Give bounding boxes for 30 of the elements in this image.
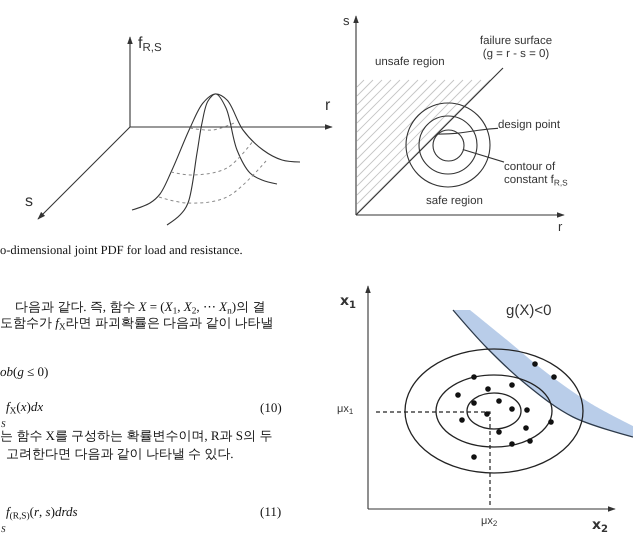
- axis-label: x$_{1}$: [340, 293, 356, 310]
- axis-label: s: [25, 193, 33, 212]
- axis-label: r: [325, 97, 330, 116]
- paragraph-line: 고려한다면 다음과 같이 나타낼 수 있다.: [6, 447, 234, 462]
- equation-number: (11): [260, 505, 282, 520]
- region-label: unsafe region: [375, 56, 445, 70]
- equation-number: (10): [260, 401, 282, 416]
- integral-limit: S: [1, 419, 6, 430]
- region-label: safe region: [426, 195, 483, 208]
- axis-label: x$_{2}$: [592, 517, 608, 534]
- region-label: g(X)<0: [506, 302, 552, 320]
- mean-label: μx$_{2}$: [481, 515, 498, 528]
- axis-label: f$_{R,S}$: [138, 35, 162, 54]
- paragraph-line: 도함수가 f$_{X}$라면 파괴확률은 다음과 같이 나타낼: [0, 316, 274, 331]
- axis-label: r: [558, 220, 562, 235]
- callout-label: contour of constant f$_{R,S}$: [504, 161, 584, 188]
- curve-label: failure surface (g = r - s = 0): [478, 35, 554, 62]
- contour-circle: [432, 128, 464, 162]
- callout-label: design point: [498, 119, 560, 132]
- equation: f$_{(R,S)}$(r, s)drds: [6, 505, 78, 520]
- mean-label: μx$_{1}$: [337, 403, 354, 416]
- paragraph-line: 는 함수 X를 구성하는 확률변수이며, R과 S의 두: [0, 429, 272, 444]
- equation: f$_{X}$(x)dx: [6, 400, 44, 415]
- caption: o-dimensional joint PDF for load and resistance.: [0, 243, 243, 258]
- leader-line: [462, 148, 504, 163]
- integral-limit: S: [1, 524, 6, 534]
- equation: ob(g ≤ 0): [0, 365, 48, 380]
- leader-line: [437, 128, 498, 135]
- paragraph-line: 다음과 같다. 즉, 함수 X = (X$_{1}$, X$_{2}$, ⋯ X$_{n}$)의 결: [15, 300, 266, 315]
- axis-label: s: [343, 14, 350, 29]
